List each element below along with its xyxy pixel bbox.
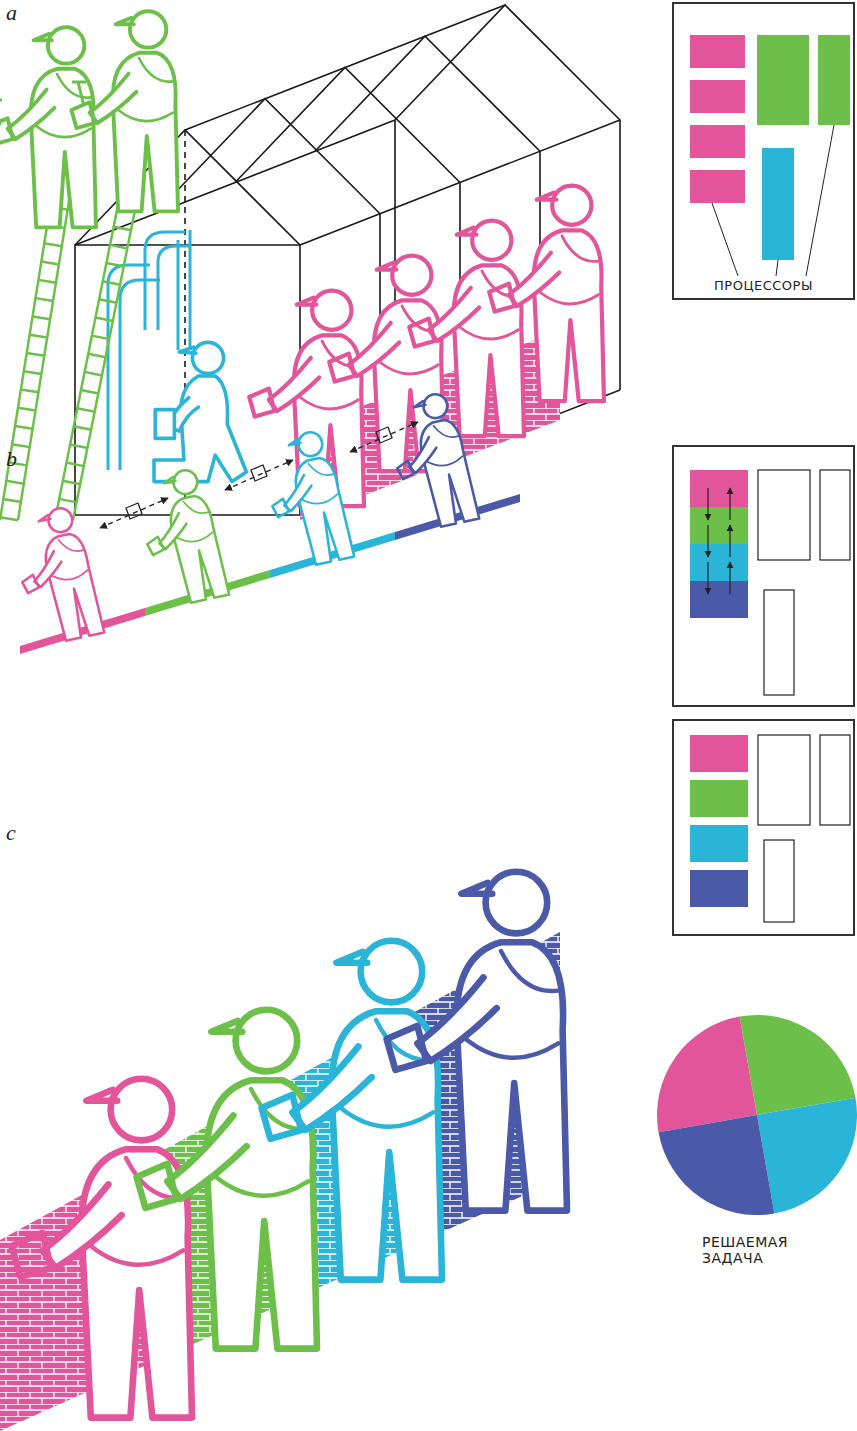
node-label: РЕШАЕМАЯ ЗАДАЧА — [702, 1234, 812, 1266]
carrier-worker — [9, 505, 104, 648]
bricklayer-worker — [137, 1010, 317, 1349]
roofer-worker — [71, 11, 178, 211]
panel-letter: a — [6, 0, 17, 26]
exchange-arrows — [100, 422, 418, 528]
bricklayer-worker — [387, 872, 567, 1211]
processor-blocks — [690, 35, 850, 260]
panel-letter: c — [6, 820, 16, 846]
bricklayer-worker — [489, 186, 604, 402]
node-label: ПРОЦЕССОРЫ — [674, 279, 853, 294]
pie-sectors — [650, 1008, 857, 1222]
panel-letter: b — [6, 446, 17, 472]
ladders — [0, 185, 140, 520]
pie-sector — [740, 1008, 856, 1115]
bricklayer-worker — [12, 1079, 192, 1418]
task-pie: РЕШАЕМАЯ ЗАДАЧА — [650, 1008, 857, 1298]
pie-sector — [659, 1115, 775, 1222]
pie-sector — [650, 1017, 757, 1133]
plumber-worker — [154, 342, 246, 481]
pie-chart — [650, 1008, 857, 1222]
bricklayer-worker — [262, 941, 442, 1280]
carrier-worker — [134, 467, 229, 610]
hammers — [0, 82, 86, 125]
carrier-worker — [384, 391, 479, 534]
pie-sector — [757, 1098, 857, 1214]
processor-panel: ПРОЦЕССОРЫ — [672, 2, 855, 300]
processor-panel-c — [673, 720, 854, 935]
leader-lines — [712, 125, 834, 276]
carrier-worker — [259, 429, 354, 572]
processor-panel-b — [673, 446, 854, 706]
